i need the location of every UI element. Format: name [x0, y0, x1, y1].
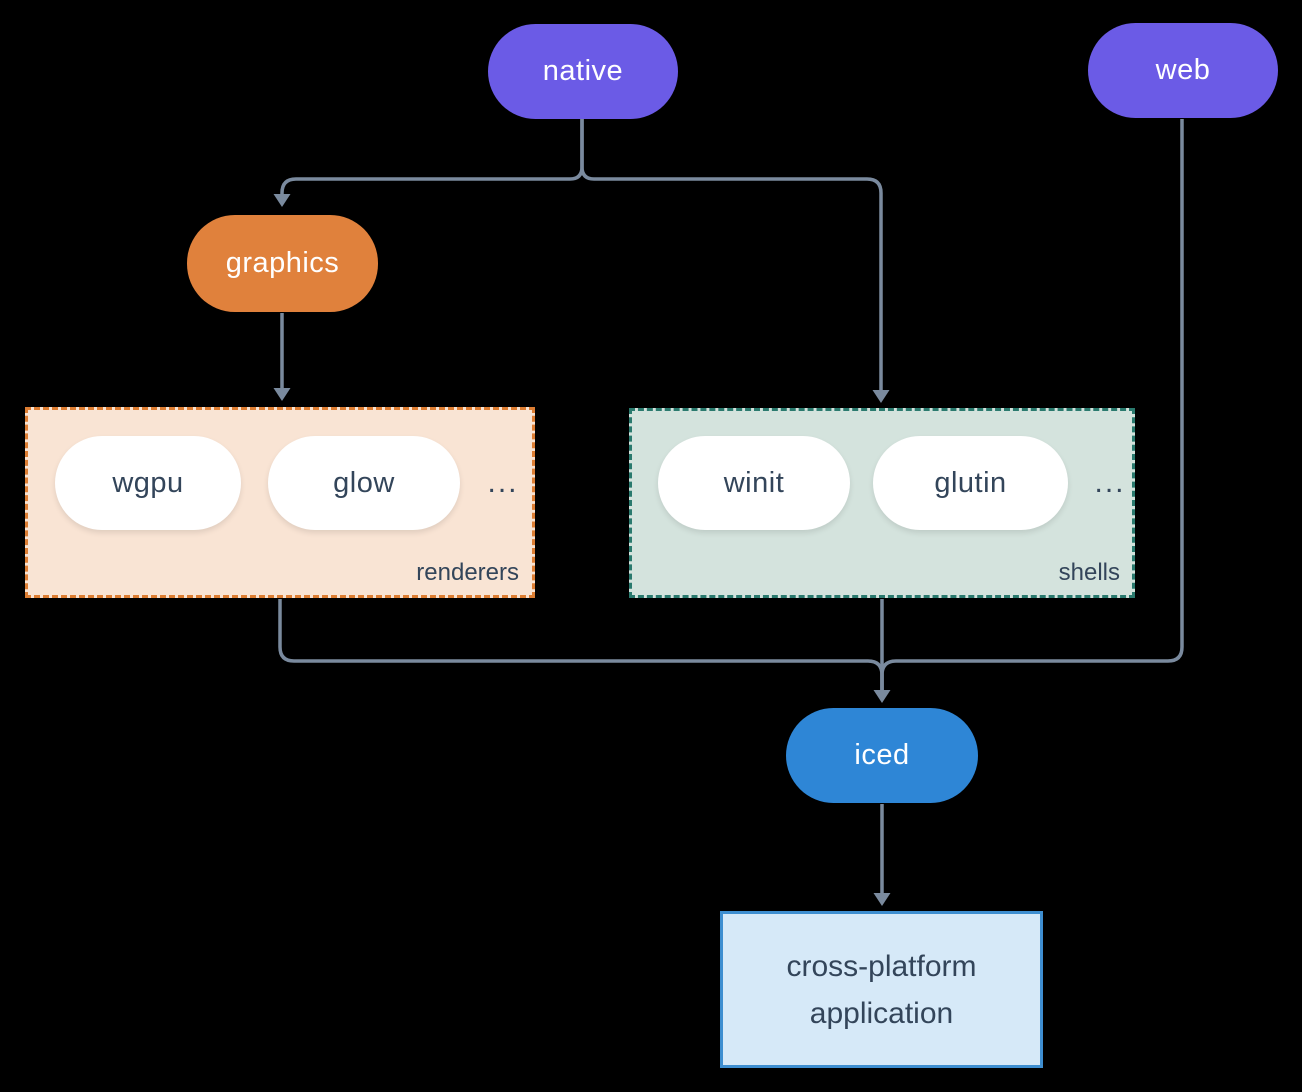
edge-native-graphics: [280, 119, 584, 194]
application-node: cross-platform application: [720, 911, 1043, 1068]
glutin-node-label: glutin: [934, 466, 1007, 499]
graphics-node: graphics: [187, 215, 378, 312]
shells-ellipsis: ...: [1094, 466, 1126, 499]
arrowhead-into-application: [873, 893, 891, 906]
winit-node: winit: [658, 436, 850, 530]
shells-group: winit glutin ... shells: [629, 408, 1135, 598]
glow-node-label: glow: [333, 466, 395, 499]
web-node: web: [1088, 23, 1278, 118]
graphics-node-label: graphics: [225, 247, 340, 279]
arrowhead-into-iced: [873, 690, 891, 703]
glutin-node: glutin: [873, 436, 1068, 530]
application-node-label-line1: cross-platform: [786, 949, 977, 983]
native-node-label: native: [542, 55, 624, 87]
edge-renderers-iced: [278, 599, 884, 690]
arrowhead-into-graphics: [273, 194, 291, 207]
glow-node: glow: [268, 436, 460, 530]
iced-node: iced: [786, 708, 978, 803]
native-node: native: [488, 24, 678, 119]
renderers-group-label: renderers: [416, 559, 519, 586]
arrowhead-into-renderers: [273, 388, 291, 401]
wgpu-node: wgpu: [55, 436, 241, 530]
winit-node-label: winit: [723, 466, 785, 499]
edge-web-iced: [880, 119, 1184, 690]
iced-node-label: iced: [854, 739, 910, 771]
renderers-group: wgpu glow ... renderers: [25, 407, 535, 598]
application-node-label-line2: application: [809, 996, 954, 1030]
arrowhead-into-shells: [872, 390, 890, 403]
web-node-label: web: [1155, 54, 1211, 86]
wgpu-node-label: wgpu: [112, 466, 184, 499]
edge-native-shells: [580, 119, 883, 390]
renderers-ellipsis: ...: [487, 466, 519, 499]
shells-group-label: shells: [1058, 559, 1120, 586]
